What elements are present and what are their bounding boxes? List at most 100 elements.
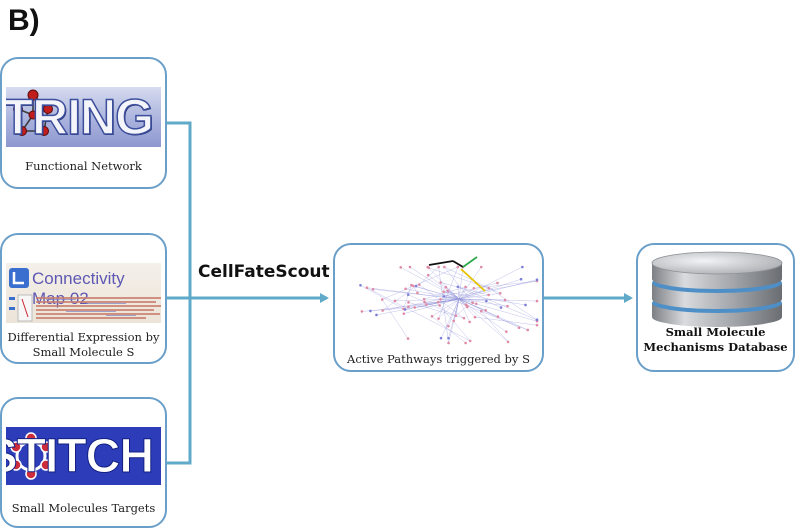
network-edge [458,298,467,305]
database-caption-line1: Small Molecule [665,325,766,339]
network-edge [458,278,522,300]
network-edge [458,298,538,302]
network-node [473,315,477,319]
network-edge [366,287,460,300]
network-edge [443,291,526,306]
database-caption-line2: Mechanisms Database [643,340,788,354]
network-node [404,287,407,291]
panel-label: B) [8,4,40,37]
stitch-caption: Small Molecules Targets [11,501,156,515]
cmap-logo: Connectivity Map 02 [6,263,161,323]
network-edge [408,294,457,316]
network-node [446,289,449,293]
network-edge [458,298,520,328]
network-node [471,301,474,304]
network-node [526,328,530,332]
network-edge [458,288,474,300]
highlighted-pathway-edge [452,260,464,268]
network-edge [438,266,459,319]
network-node [474,302,478,306]
heatmap-strip-icon [9,294,161,322]
database-caption: Small Molecule Mechanisms Database [638,325,793,355]
network-edge [405,288,460,300]
network-node [439,336,443,340]
connector-string [167,121,192,298]
network-node [437,265,440,269]
network-node [499,306,503,309]
cmap-caption-line1: Differential Expression by [7,330,160,344]
network-node [365,286,369,290]
database-icon [651,251,783,327]
network-edge [414,298,460,308]
network-node [524,303,527,307]
network-node [519,277,523,281]
network-node [506,340,510,344]
network-edge [431,298,460,317]
network-edge [438,266,449,344]
string-card: STRING Functional Network [0,57,167,189]
network-card: Active Pathways triggered by S [333,243,544,372]
network-node [380,298,384,301]
network-edge [458,279,538,300]
network-edge [427,266,460,300]
network-node [484,309,487,312]
network-node [452,319,456,323]
network-edge [488,287,538,320]
network-node [521,265,524,269]
network-edge [439,305,471,342]
network-node [479,309,483,313]
network-node [464,285,467,289]
highlighted-pathway-edge [428,260,454,266]
network-caption: Active Pathways triggered by S [347,352,530,366]
network-node [462,316,466,320]
network-node [426,273,430,277]
network-node [464,303,468,307]
network-node [423,300,426,304]
network-node [496,281,499,285]
network-node [381,309,384,312]
network-node [439,298,442,301]
network-node [517,326,521,330]
string-logo-text: STRING [6,88,155,146]
cmap-caption: Differential Expression by Small Molecul… [2,330,165,360]
network-edge [458,298,528,331]
network-edge [382,266,458,300]
network-node [407,305,410,309]
network-edge [361,305,440,312]
network-edge [382,285,417,311]
network-edge [443,282,498,297]
network-edge [381,299,409,339]
network-node-icon [13,89,53,136]
network-node [479,265,483,269]
network-edge [458,266,464,300]
cmap-word-connectivity: Connectivity [32,269,125,288]
network-edge [455,305,468,316]
network-edge [438,298,460,319]
network-node [505,330,508,333]
connector-stitch [167,298,192,465]
network-node [503,298,507,302]
network-edge [360,285,406,310]
network-node [485,299,488,303]
network-node [464,341,467,345]
network-node [408,265,412,269]
network-edge [403,284,412,309]
network-edge [458,293,501,300]
network-node [399,266,403,269]
string-logo: STRING [6,87,161,147]
network-edge [458,298,470,323]
network-node [468,320,471,324]
network-node [443,265,446,269]
network-node [447,341,450,345]
network-node [442,290,445,294]
network-edge [444,266,473,303]
network-edge [412,285,418,294]
highlighted-pathway-edge [462,256,478,268]
network-node [414,284,418,288]
network-node [403,308,407,311]
network-node [472,286,476,290]
network-edge [424,286,466,300]
